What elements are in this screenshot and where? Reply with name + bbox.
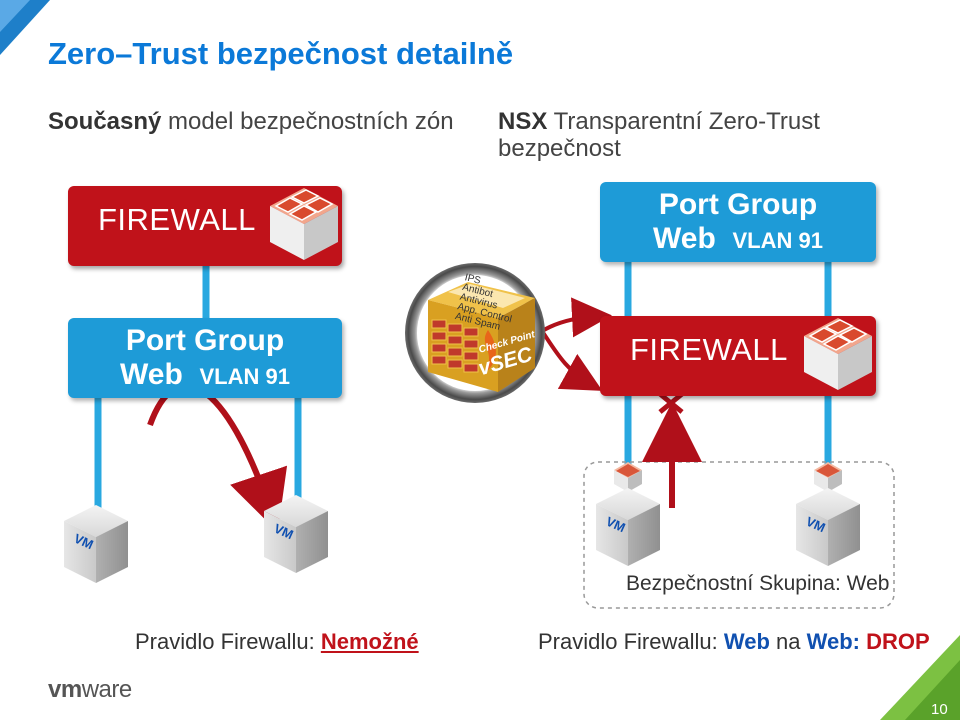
right-caption: Pravidlo Firewallu: Web na Web: DROP [538, 629, 960, 655]
corner-decoration-bottom-right-dark [905, 660, 960, 720]
left-port-group-subtitle: Web VLAN 91 [68, 358, 342, 394]
vm-icon-right-2 [796, 488, 860, 566]
left-subheading-bold: Současný [48, 108, 162, 135]
right-subheading: NSX Transparentní Zero-Trust bezpečnost [498, 108, 878, 162]
vm-icon-left-1 [64, 505, 128, 583]
right-firewall-label: FIREWALL [630, 332, 788, 367]
vm-icon-right-1 [596, 488, 660, 566]
vsec-badge [405, 263, 545, 403]
right-port-group-title: Port Group [658, 188, 818, 221]
left-caption-prefix: Pravidlo Firewallu: [135, 629, 321, 654]
corner-decoration-top-left-light [0, 0, 30, 32]
left-subheading: Současný model bezpečnostních zón [48, 108, 468, 135]
right-port-group-vlan: VLAN 91 [732, 228, 823, 253]
vmware-logo: vmware [48, 676, 132, 704]
left-traffic-arrow [147, 382, 288, 533]
vmware-logo-bold: vm [48, 676, 82, 703]
right-caption-prefix: Pravidlo Firewallu: [538, 629, 724, 654]
security-group-label: Bezpečnostní Skupina: Web [626, 572, 890, 595]
right-caption-web-2: Web [806, 629, 853, 654]
right-firewall-icon [804, 318, 872, 390]
vsec-arrow-in [538, 326, 603, 391]
left-caption: Pravidlo Firewallu: Nemožné [135, 629, 419, 655]
left-port-group-web: Web [120, 358, 183, 391]
left-subheading-text: model bezpečnostních zón [161, 108, 454, 135]
right-caption-mid: na [769, 629, 807, 654]
left-port-group-title: Port Group [125, 324, 285, 357]
left-port-group-box: Port Group Web VLAN 91 [68, 318, 342, 398]
left-firewall-label: FIREWALL [98, 202, 256, 237]
right-port-group-subtitle: Web VLAN 91 [600, 222, 876, 258]
right-caption-colon: : [852, 629, 867, 654]
right-caption-drop: DROP [866, 629, 930, 654]
right-subheading-bold: NSX [498, 108, 548, 135]
right-caption-web-1: Web [723, 629, 770, 654]
left-firewall-icon [270, 188, 338, 260]
page-number: 10 [931, 701, 948, 718]
vmware-logo-rest: ware [81, 676, 133, 703]
mini-firewall-icon-2 [814, 462, 842, 492]
right-port-group-box: Port Group Web VLAN 91 [600, 182, 876, 262]
slide-title: Zero–Trust bezpečnost detailně [48, 36, 514, 71]
security-group-outline [583, 461, 895, 609]
right-subheading-text: Transparentní Zero-Trust bezpečnost [498, 108, 820, 162]
right-port-group-web: Web [653, 222, 716, 255]
left-port-group-vlan: VLAN 91 [199, 364, 290, 389]
block-x-icon [658, 392, 684, 414]
mini-firewall-icon-1 [614, 462, 642, 492]
vm-icon-left-2 [264, 495, 328, 573]
left-caption-value: Nemožné [320, 629, 419, 654]
